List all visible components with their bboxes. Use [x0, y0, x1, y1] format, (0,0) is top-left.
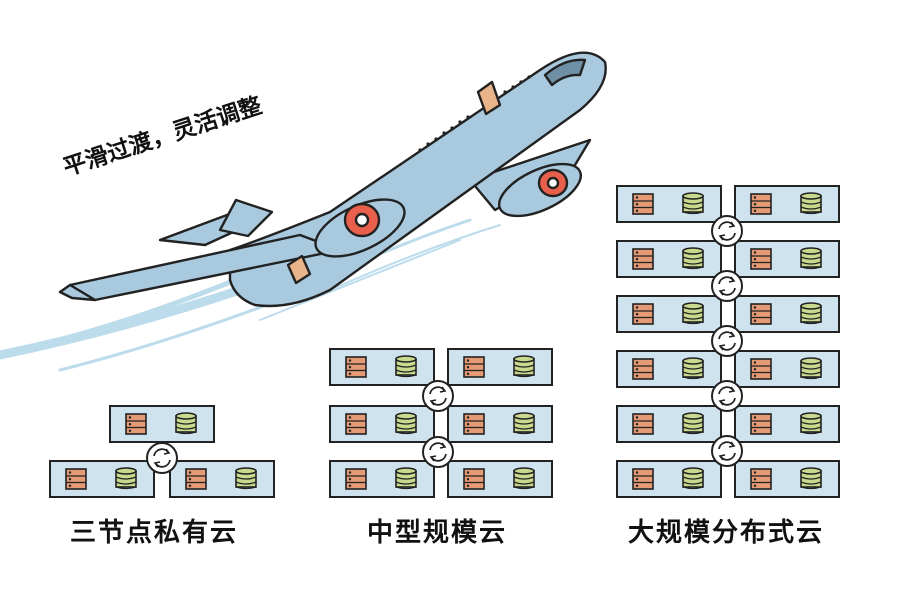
sync-icon	[711, 325, 743, 357]
server-icon	[632, 413, 654, 435]
sync-icon	[422, 380, 454, 412]
server-icon	[345, 356, 367, 378]
server-icon	[750, 248, 772, 270]
server-node	[616, 295, 722, 333]
database-icon	[175, 412, 197, 435]
database-icon	[235, 467, 257, 490]
sync-icon	[146, 442, 178, 474]
server-node	[109, 405, 215, 443]
server-icon	[345, 468, 367, 490]
server-node	[169, 460, 275, 498]
server-node	[734, 240, 840, 278]
sync-icon	[711, 380, 743, 412]
cluster-diagrams	[49, 185, 840, 498]
database-icon	[513, 467, 535, 490]
server-icon	[632, 303, 654, 325]
cluster-label-medium: 中型规模云	[367, 518, 508, 548]
sync-icon	[711, 435, 743, 467]
server-node	[734, 295, 840, 333]
database-icon	[682, 467, 704, 490]
database-icon	[800, 412, 822, 435]
server-icon	[345, 413, 367, 435]
server-node	[447, 405, 553, 443]
server-icon	[185, 468, 207, 490]
server-node	[616, 240, 722, 278]
sync-icon	[711, 270, 743, 302]
database-icon	[682, 247, 704, 270]
cluster-label-three-node: 三节点私有云	[70, 518, 239, 548]
server-icon	[750, 303, 772, 325]
database-icon	[395, 355, 417, 378]
server-icon	[750, 468, 772, 490]
database-icon	[395, 412, 417, 435]
server-icon	[632, 193, 654, 215]
server-icon	[750, 413, 772, 435]
database-icon	[682, 302, 704, 325]
server-icon	[750, 193, 772, 215]
database-icon	[800, 192, 822, 215]
server-icon	[463, 413, 485, 435]
server-icon	[65, 468, 87, 490]
server-node	[616, 405, 722, 443]
engine-far	[498, 162, 582, 218]
server-icon	[463, 468, 485, 490]
database-icon	[395, 467, 417, 490]
database-icon	[800, 302, 822, 325]
database-icon	[513, 355, 535, 378]
server-node	[734, 185, 840, 223]
server-icon	[463, 356, 485, 378]
database-icon	[513, 412, 535, 435]
server-node	[49, 460, 155, 498]
database-icon	[115, 467, 137, 490]
engine-near	[314, 198, 406, 258]
server-node	[734, 350, 840, 388]
database-icon	[682, 192, 704, 215]
server-node	[447, 460, 553, 498]
server-node	[616, 460, 722, 498]
server-icon	[632, 358, 654, 380]
server-node	[329, 460, 435, 498]
database-icon	[682, 412, 704, 435]
database-icon	[682, 357, 704, 380]
sync-icon	[711, 215, 743, 247]
database-icon	[800, 357, 822, 380]
database-icon	[800, 467, 822, 490]
airplane-illustration	[58, 51, 607, 308]
sync-icon	[422, 436, 454, 468]
database-icon	[800, 247, 822, 270]
server-icon	[632, 468, 654, 490]
server-node	[734, 405, 840, 443]
server-node	[734, 460, 840, 498]
server-node	[616, 350, 722, 388]
server-node	[329, 348, 435, 386]
server-node	[616, 185, 722, 223]
server-icon	[125, 413, 147, 435]
server-icon	[632, 248, 654, 270]
server-node	[447, 348, 553, 386]
server-icon	[750, 358, 772, 380]
server-node	[329, 405, 435, 443]
cluster-label-large: 大规模分布式云	[628, 518, 825, 548]
